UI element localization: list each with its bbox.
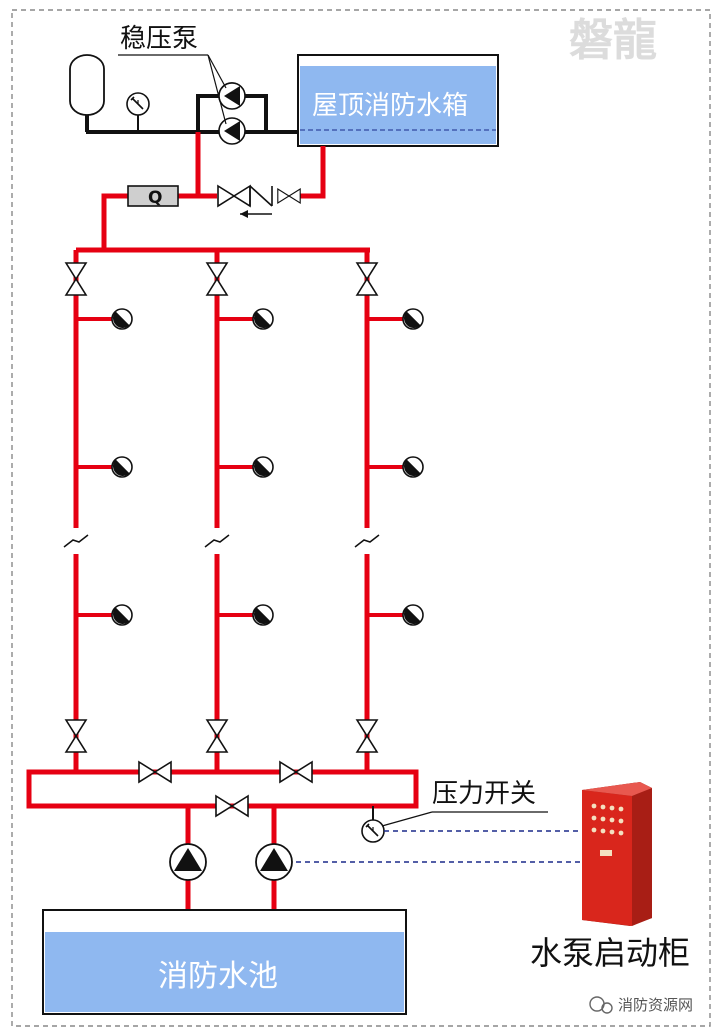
- pressure-gauge-icon: [126, 92, 150, 116]
- riser-valve-icon: [206, 262, 228, 296]
- sprinkler-icon: [252, 308, 274, 330]
- roof-fire-tank: [297, 54, 499, 147]
- sprinkler-icon: [402, 456, 424, 478]
- roof-tank-label: 屋顶消防水箱: [312, 91, 468, 121]
- jockey-pump-1: [218, 82, 246, 110]
- flow-switch-label: Q: [148, 188, 162, 208]
- pressure-switch-icon: [361, 819, 385, 843]
- pressure-tank: [69, 54, 105, 132]
- pipe-break-mark: [204, 534, 230, 548]
- footer-source: 消防资源网: [618, 996, 693, 1014]
- pump-start-cabinet: [582, 782, 652, 926]
- pump-cabinet-label: 水泵启动柜: [530, 934, 690, 972]
- riser-valve-icon: [356, 262, 378, 296]
- sprinkler-icon: [252, 604, 274, 626]
- sprinkler-icon: [402, 308, 424, 330]
- ring-valve-icon: [138, 761, 172, 783]
- riser-valve-icon: [206, 719, 228, 753]
- gate-valve-icon: [217, 185, 251, 207]
- pressure-switch-label: 压力开关: [432, 779, 536, 809]
- ring-valve-icon: [215, 795, 249, 817]
- pipe-break-mark: [63, 534, 89, 548]
- jockey-outlet-pipe: [178, 148, 201, 199]
- flow-switch: [127, 185, 179, 207]
- tank-outlet-pipe: [296, 146, 326, 199]
- sprinkler-icon: [252, 456, 274, 478]
- sprinkler-icon: [402, 604, 424, 626]
- gate-valve-icon: [277, 188, 301, 204]
- check-valve-icon: [240, 185, 273, 218]
- leader-line: [381, 811, 433, 827]
- sprinkler-icon: [111, 308, 133, 330]
- fire-pump-icon-2: [255, 843, 293, 881]
- sprinkler-icon: [111, 604, 133, 626]
- pipe-break-mark: [354, 534, 380, 548]
- riser-valve-icon: [65, 262, 87, 296]
- riser-valve-icon: [356, 719, 378, 753]
- fire-water-pool: [42, 909, 407, 1015]
- ring-valve-icon: [279, 761, 313, 783]
- jockey-pump-2: [218, 117, 246, 145]
- frame-border: [11, 9, 711, 1027]
- riser-valve-icon: [65, 719, 87, 753]
- risers: [63, 250, 424, 772]
- fire-pool-label: 消防水池: [158, 959, 278, 994]
- sprinkler-icon: [111, 456, 133, 478]
- leader-line: [207, 54, 227, 89]
- watermark: 磐龍: [569, 15, 657, 66]
- supply-pipe: [101, 193, 128, 250]
- fire-pump-icon-1: [169, 843, 207, 881]
- leader-line: [207, 54, 227, 125]
- jockey-pump-label: 稳压泵: [120, 24, 198, 54]
- footer-logo: [589, 996, 613, 1014]
